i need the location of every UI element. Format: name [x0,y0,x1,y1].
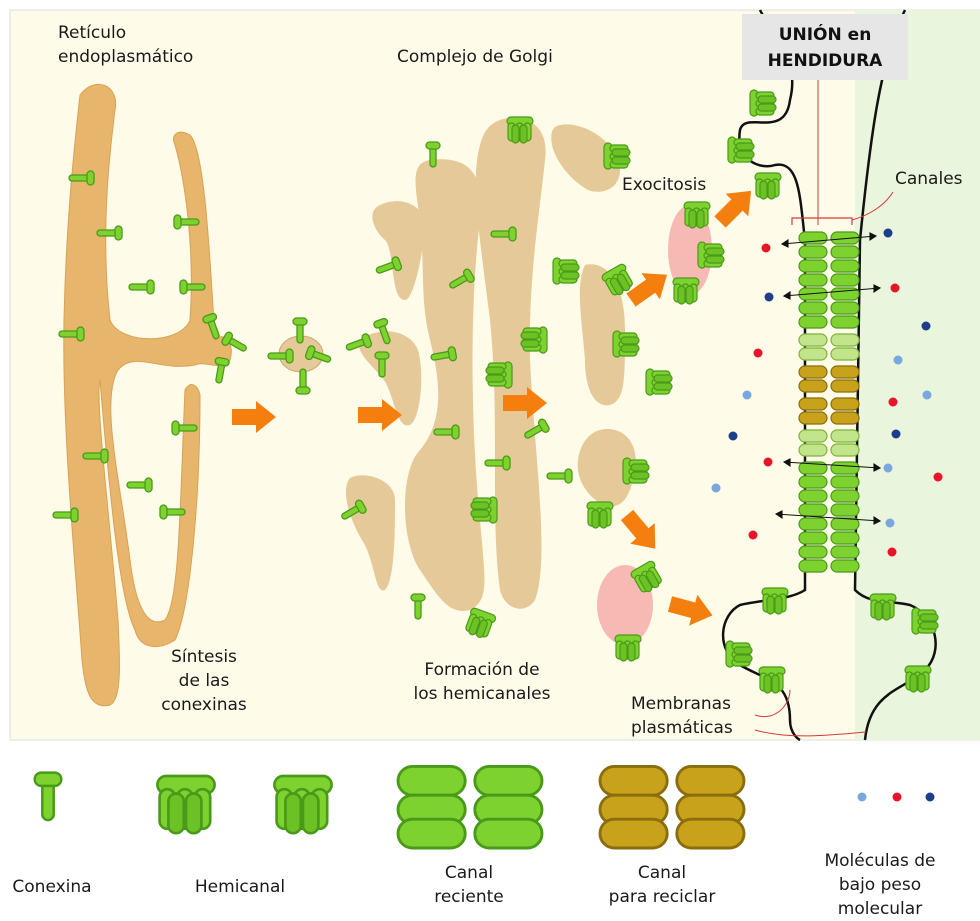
recycle-channel-icon [600,766,744,848]
synthesis-label-line2: de las [179,671,230,691]
legend-molecules-line1: Moléculas de [824,851,935,871]
golgi-label: Complejo de Golgi [397,47,553,67]
legend-recycle-line2: para reciclar [609,887,716,907]
connexin-icon [35,773,62,821]
hemichannel-icon-alt [274,776,331,833]
membranes-label-line2: plasmáticas [631,718,733,738]
legend-new-channel-line1: Canal [445,863,493,883]
legend-molecules-line2: bajo peso [839,875,921,895]
junction-title-line2: HENDIDURA [768,51,884,71]
er-label-line1: Retículo [58,23,126,43]
synthesis-label-line3: conexinas [161,695,247,715]
er-label-line2: endoplasmático [58,47,193,67]
channels-label: Canales [895,169,963,189]
exocytosis-label: Exocitosis [622,175,706,195]
formation-label-line1: Formación de [424,660,539,680]
legend-new-channel-line2: reciente [434,887,504,907]
molecule-dot-icon [858,793,935,802]
membranes-label-line1: Membranas [631,694,731,714]
legend-molecules-line3: molecular [838,899,922,919]
legend-recycle-line1: Canal [638,863,686,883]
channel-icon [398,766,542,848]
junction-title-line1: UNIÓN en [779,23,872,45]
formation-label-line2: los hemicanales [414,684,551,704]
legend-hemichannel-label: Hemicanal [195,877,285,897]
legend: Conexina Hemicanal Canal reciente Canal … [12,766,935,919]
legend-connexin-label: Conexina [12,877,91,897]
synthesis-label-line1: Síntesis [171,647,237,667]
hemichannel-icon [157,776,214,833]
